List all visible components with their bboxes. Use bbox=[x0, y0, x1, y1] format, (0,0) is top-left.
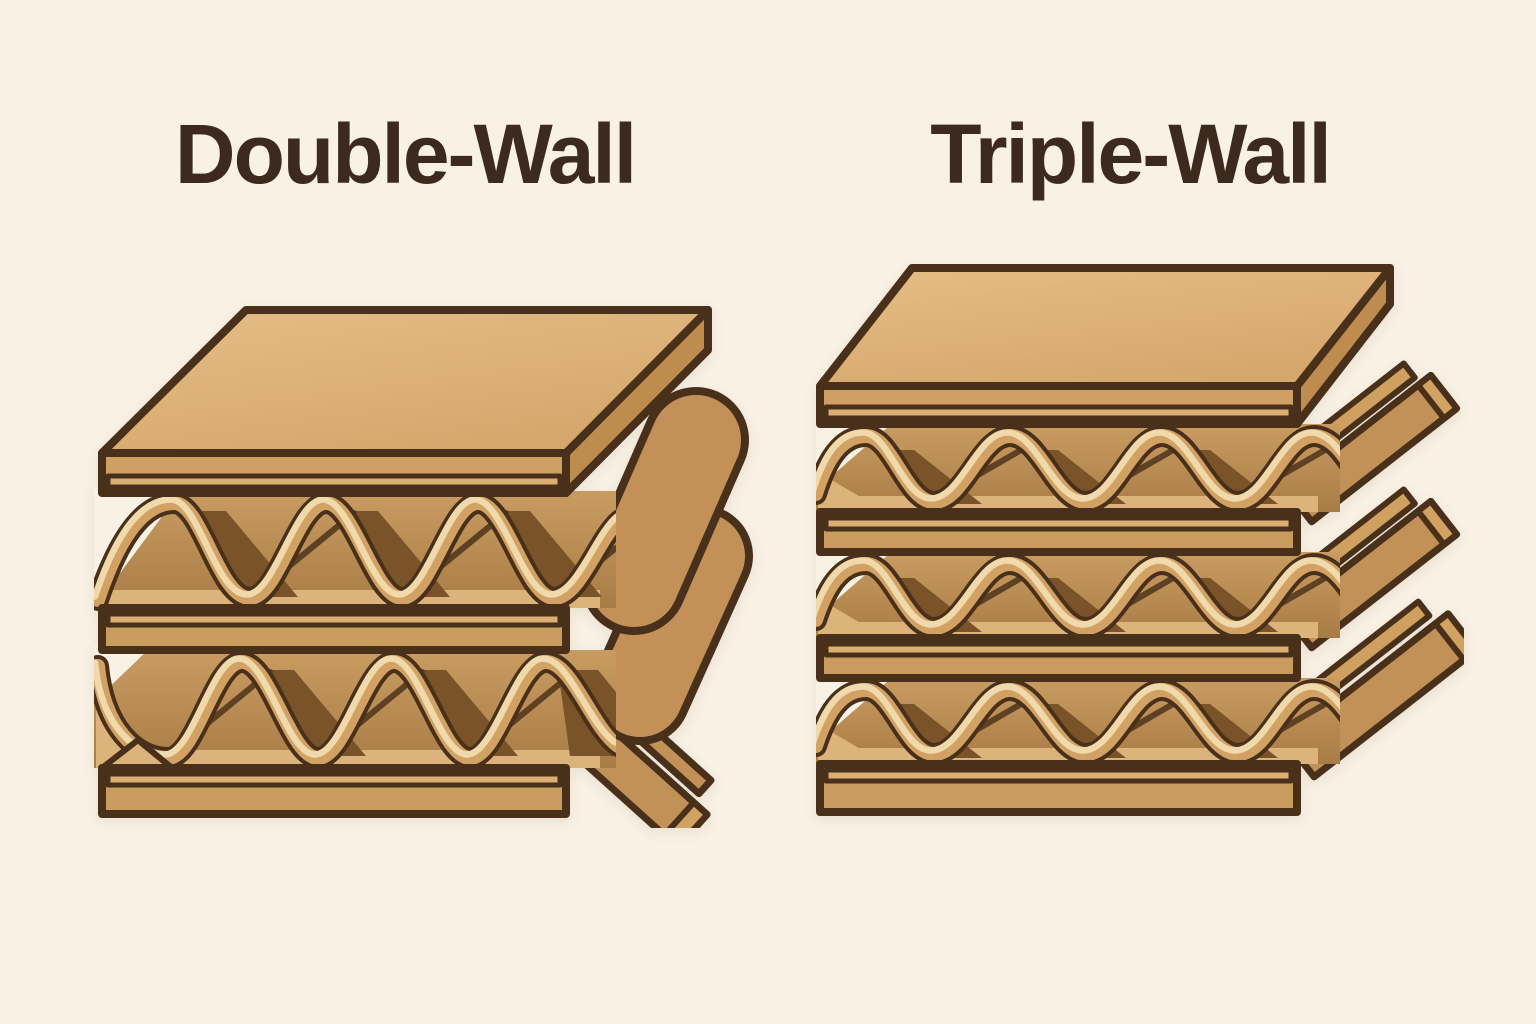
triple-liner-3 bbox=[816, 634, 1301, 682]
triple-bottom-liner bbox=[816, 760, 1301, 816]
double-wall-figure bbox=[94, 306, 753, 828]
flute1-foldover-lobe bbox=[581, 387, 749, 635]
triple-wall-title: Triple-Wall bbox=[930, 107, 1332, 201]
double-wall-title: Double-Wall bbox=[174, 107, 637, 201]
triple-flute-3 bbox=[816, 674, 1340, 765]
flute-wave bbox=[816, 553, 1340, 639]
double-flute-2 bbox=[94, 646, 616, 769]
triple-flute-1 bbox=[816, 420, 1340, 513]
double-middle-liner bbox=[98, 604, 570, 654]
triple-flute-2 bbox=[816, 548, 1340, 639]
double-top-liner bbox=[98, 306, 712, 497]
flute-wave bbox=[94, 651, 616, 769]
flute-wave bbox=[94, 492, 616, 611]
triple-wall-figure bbox=[816, 264, 1464, 816]
flute-wave bbox=[816, 425, 1340, 513]
double-right-edge-pieces bbox=[534, 387, 753, 828]
triple-liner-2 bbox=[816, 508, 1301, 556]
triple-top-liner bbox=[816, 264, 1394, 428]
double-flute-1 bbox=[94, 487, 616, 611]
flute-wave bbox=[816, 679, 1340, 765]
double-bottom-liner bbox=[98, 737, 570, 818]
